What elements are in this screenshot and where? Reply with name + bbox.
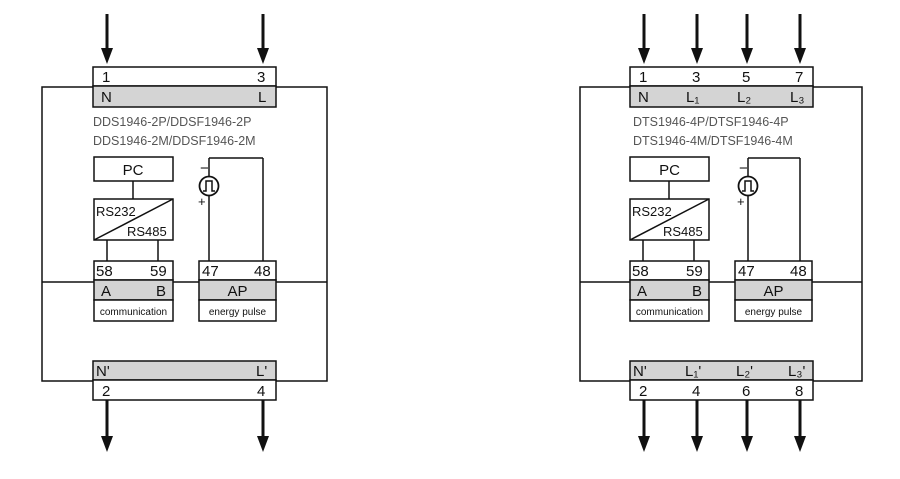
right-diagram: 1 3 5 7 N L₁ L₂ L₃ DTS1946-4P/DTSF1946-4…	[579, 14, 863, 452]
left-top-terminal-block: 1 3 N L	[92, 66, 277, 108]
left-pulse-terminal-47: 47	[202, 263, 219, 280]
left-top-label-n: N	[101, 89, 112, 106]
left-bottom-terminal-2: 2	[102, 383, 110, 400]
right-top-label-n: N	[638, 89, 649, 106]
right-top-label-l2: L₂	[737, 89, 751, 106]
left-pulse-caption: energy pulse	[209, 307, 267, 318]
left-pulse-minus: −	[200, 160, 209, 177]
left-bottom-label-l: L'	[256, 363, 267, 380]
left-outer-frame	[41, 86, 328, 382]
right-outer-frame	[579, 86, 863, 382]
right-top-terminal-3: 3	[692, 69, 700, 86]
left-comm-label-a: A	[101, 283, 111, 300]
right-bottom-terminal-4: 4	[692, 383, 700, 400]
right-bottom-label-l1: L₁'	[685, 363, 701, 380]
left-bottom-label-n: N'	[96, 363, 110, 380]
right-comm-caption: communication	[636, 307, 703, 318]
right-bottom-terminal-8: 8	[795, 383, 803, 400]
right-rs485-label: RS485	[663, 224, 703, 239]
left-model-line2: DDS1946-2M/DDSF1946-2M	[93, 134, 256, 148]
right-comm-label-b: B	[692, 283, 702, 300]
right-model-line1: DTS1946-4P/DTSF1946-4P	[633, 115, 789, 129]
left-rs485-label: RS485	[127, 224, 167, 239]
left-comm-terminal-block: 58 59 A B communication	[93, 260, 174, 322]
right-bottom-terminal-6: 6	[742, 383, 750, 400]
right-top-label-l3: L₃	[790, 89, 804, 106]
right-top-label-l1: L₁	[686, 89, 699, 106]
left-bottom-terminal-4: 4	[257, 383, 265, 400]
right-top-terminal-7: 7	[795, 69, 803, 86]
left-diagram: 1 3 N L DDS1946-2P/DDSF1946-2P DDS1946-2…	[41, 14, 328, 452]
right-pulse-minus: −	[739, 160, 748, 177]
left-pulse-terminal-block: 47 48 AP energy pulse	[198, 260, 277, 322]
right-pulse-terminal-47: 47	[738, 263, 755, 280]
left-comm-terminal-58: 58	[96, 263, 113, 280]
right-top-terminal-1: 1	[639, 69, 647, 86]
left-top-terminal-1: 1	[102, 69, 110, 86]
right-bottom-terminal-block: N' L₁' L₂' L₃' 2 4 6 8	[629, 360, 814, 401]
left-pulse-symbol: − +	[198, 160, 220, 209]
right-bottom-terminal-2: 2	[639, 383, 647, 400]
right-comm-terminal-58: 58	[632, 263, 649, 280]
left-converter-box: RS232 RS485	[93, 198, 174, 241]
right-pc-label: PC	[659, 162, 680, 179]
left-pc-label: PC	[123, 162, 144, 179]
left-pulse-label: AP	[227, 283, 247, 300]
right-output-arrows	[638, 400, 806, 452]
right-pulse-label: AP	[763, 283, 783, 300]
left-output-arrows	[101, 400, 269, 452]
left-pulse-plus: +	[198, 194, 206, 209]
right-bottom-label-l2: L₂'	[736, 363, 753, 380]
left-pc-box	[93, 156, 174, 182]
right-input-arrows	[638, 14, 806, 64]
right-bottom-label-l3: L₃'	[788, 363, 805, 380]
right-comm-terminal-block: 58 59 A B communication	[629, 260, 710, 322]
left-model-line1: DDS1946-2P/DDSF1946-2P	[93, 115, 251, 129]
right-pulse-terminal-block: 47 48 AP energy pulse	[734, 260, 813, 322]
left-comm-caption: communication	[100, 307, 167, 318]
right-comm-label-a: A	[637, 283, 647, 300]
left-bottom-terminal-block: N' L' 2 4	[92, 360, 277, 401]
right-rs232-label: RS232	[632, 204, 672, 219]
right-pulse-caption: energy pulse	[745, 307, 803, 318]
left-top-label-l: L	[258, 89, 266, 106]
right-top-terminal-block: 1 3 5 7 N L₁ L₂ L₃	[629, 66, 814, 108]
right-bottom-label-n: N'	[633, 363, 647, 380]
right-pulse-plus: +	[737, 194, 745, 209]
left-pulse-terminal-48: 48	[254, 263, 271, 280]
right-pulse-terminal-48: 48	[790, 263, 807, 280]
right-converter-box: RS232 RS485	[629, 198, 710, 241]
right-model-line2: DTS1946-4M/DTSF1946-4M	[633, 134, 793, 148]
left-comm-terminal-59: 59	[150, 263, 167, 280]
right-top-terminal-5: 5	[742, 69, 750, 86]
right-comm-terminal-59: 59	[686, 263, 703, 280]
left-comm-label-b: B	[156, 283, 166, 300]
left-rs232-label: RS232	[96, 204, 136, 219]
left-top-terminal-3: 3	[257, 69, 265, 86]
right-pulse-symbol: − +	[737, 160, 759, 209]
left-input-arrows	[101, 14, 269, 64]
